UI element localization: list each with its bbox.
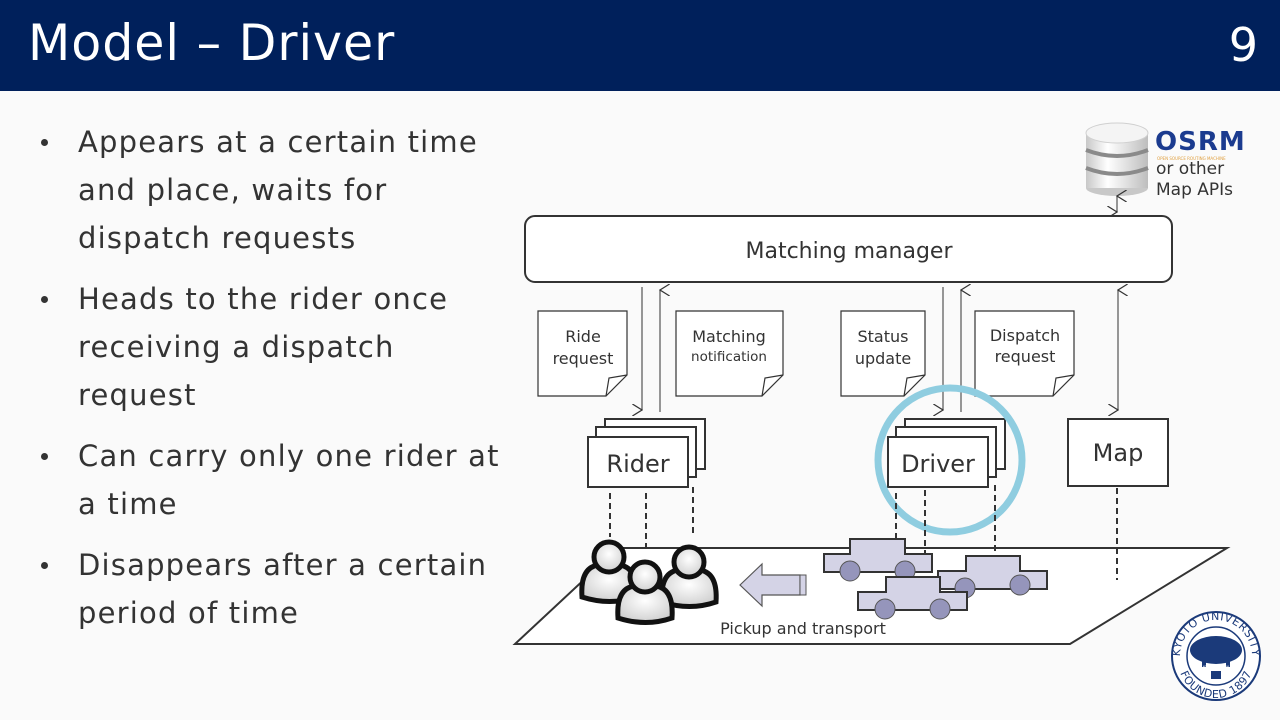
rider-box: Rider: [587, 418, 706, 488]
pickup-arrow-icon: [739, 562, 807, 608]
bullet-dot: [41, 139, 48, 146]
rider-label: Rider: [606, 450, 669, 478]
driver-label: Driver: [901, 450, 975, 478]
bullet-dot: [41, 453, 48, 460]
bullet-item: Heads to the rider once receiving a disp…: [38, 275, 508, 419]
note-matching-notification: Matching notification: [675, 310, 784, 397]
bullet-list: Appears at a certain time and place, wai…: [38, 118, 508, 650]
note-dispatch-request: Dispatch request: [974, 310, 1075, 397]
svg-text:update: update: [855, 349, 911, 368]
map-api-label-line1: or other: [1156, 159, 1224, 179]
matching-manager-box: [524, 215, 1173, 283]
map-label: Map: [1093, 439, 1144, 467]
svg-text:OSRM: OSRM: [1155, 127, 1246, 157]
svg-text:notification: notification: [691, 349, 767, 365]
slide-title: Model – Driver: [28, 14, 396, 72]
svg-text:request: request: [995, 347, 1056, 366]
svg-text:request: request: [553, 349, 614, 368]
map-api-label-line2: Map APIs: [1156, 180, 1233, 200]
bullet-dot: [41, 562, 48, 569]
svg-text:Matching: Matching: [692, 327, 766, 346]
svg-text:Ride: Ride: [565, 327, 601, 346]
car-icon: [857, 576, 968, 620]
car-icon: [937, 555, 1048, 599]
bullet-item: Appears at a certain time and place, wai…: [38, 118, 508, 262]
svg-text:Status: Status: [858, 327, 909, 346]
osrm-logo: OSRM OPEN SOURCE ROUTING MACHINE: [1155, 127, 1246, 161]
map-box: [1067, 418, 1169, 487]
bullet-item: Disappears after a certain period of tim…: [38, 541, 508, 637]
bullet-dot: [41, 296, 48, 303]
bullet-item: Can carry only one rider at a time: [38, 432, 508, 528]
car-icon: [823, 538, 933, 582]
pickup-label: Pickup and transport: [720, 619, 886, 638]
database-icon: [1085, 122, 1149, 196]
riders-people-icon: [579, 539, 719, 625]
kyoto-university-logo: KYOTO UNIVERSITY FOUNDED 1897 KYOTO JAPA…: [1170, 610, 1262, 701]
driver-highlight-ring: [874, 384, 1026, 536]
svg-text:KYOTO JAPAN: KYOTO JAPAN: [1203, 665, 1229, 670]
matching-manager-label: Matching manager: [745, 239, 953, 264]
slide-number: 9: [1228, 18, 1258, 72]
svg-text:Dispatch: Dispatch: [990, 326, 1060, 345]
note-ride-request: Ride request: [537, 310, 628, 397]
svg-text:OPEN SOURCE ROUTING MACHINE: OPEN SOURCE ROUTING MACHINE: [1157, 156, 1226, 161]
note-status-update: Status update: [840, 310, 926, 397]
driver-box: Driver: [887, 418, 1006, 488]
slide-header: Model – Driver 9: [0, 0, 1280, 91]
